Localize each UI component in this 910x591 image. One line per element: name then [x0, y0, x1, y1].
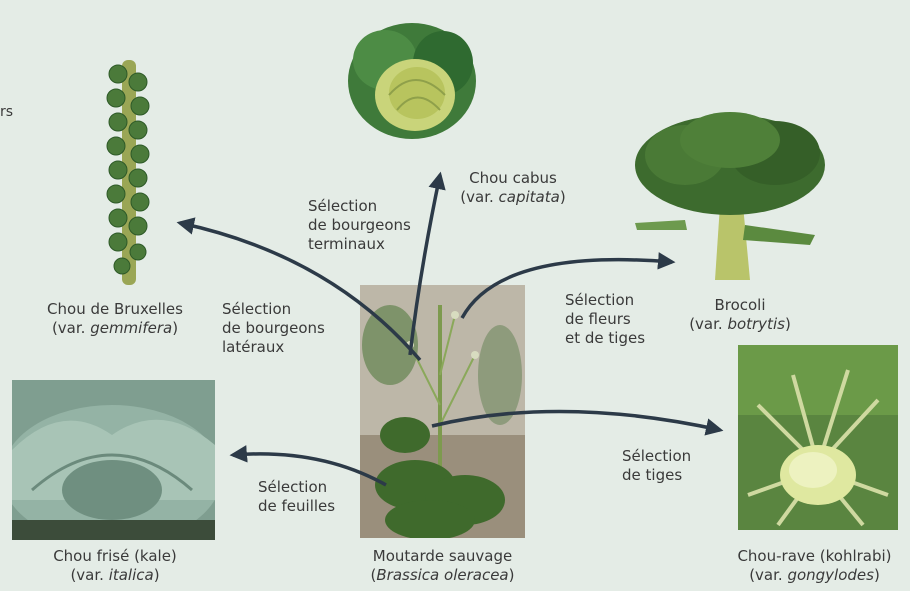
selection-bourgeons-lateraux: Sélection de bourgeons latéraux: [222, 300, 325, 357]
moutarde-sauvage-label: Moutarde sauvage (Brassica oleracea): [350, 547, 535, 585]
chou-rave-label: Chou-rave (kohlrabi) (var. gongylodes): [722, 547, 907, 585]
chou-rave-var: gongylodes: [787, 566, 874, 584]
chou-frise-var: italica: [109, 566, 154, 584]
selection-bourgeons-terminaux: Sélection de bourgeons terminaux: [308, 197, 411, 254]
brocoli-label: Brocoli (var. botrytis): [670, 296, 810, 334]
moutarde-sauvage-sci: Brassica oleracea: [376, 566, 508, 584]
chou-rave-name: Chou-rave (kohlrabi): [722, 547, 907, 566]
chou-de-bruxelles-name: Chou de Bruxelles: [30, 300, 200, 319]
chou-cabus-var: capitata: [499, 188, 560, 206]
brocoli-var: botrytis: [727, 315, 785, 333]
chou-frise-label: Chou frisé (kale) (var. italica): [30, 547, 200, 585]
arrow-to-chou-rave: [432, 411, 720, 430]
chou-cabus-label: Chou cabus (var. capitata): [448, 169, 578, 207]
chou-de-bruxelles-label: Chou de Bruxelles (var. gemmifera): [30, 300, 200, 338]
selection-tiges: Sélection de tiges: [622, 447, 691, 485]
chou-de-bruxelles-var: gemmifera: [90, 319, 172, 337]
brocoli-name: Brocoli: [670, 296, 810, 315]
selection-feuilles: Sélection de feuilles: [258, 478, 335, 516]
arrow-to-chou-cabus: [410, 175, 440, 355]
chou-cabus-name: Chou cabus: [448, 169, 578, 188]
selection-fleurs-et-tiges: Sélection de fleurs et de tiges: [565, 291, 645, 348]
chou-frise-name: Chou frisé (kale): [30, 547, 200, 566]
moutarde-sauvage-name: Moutarde sauvage: [350, 547, 535, 566]
